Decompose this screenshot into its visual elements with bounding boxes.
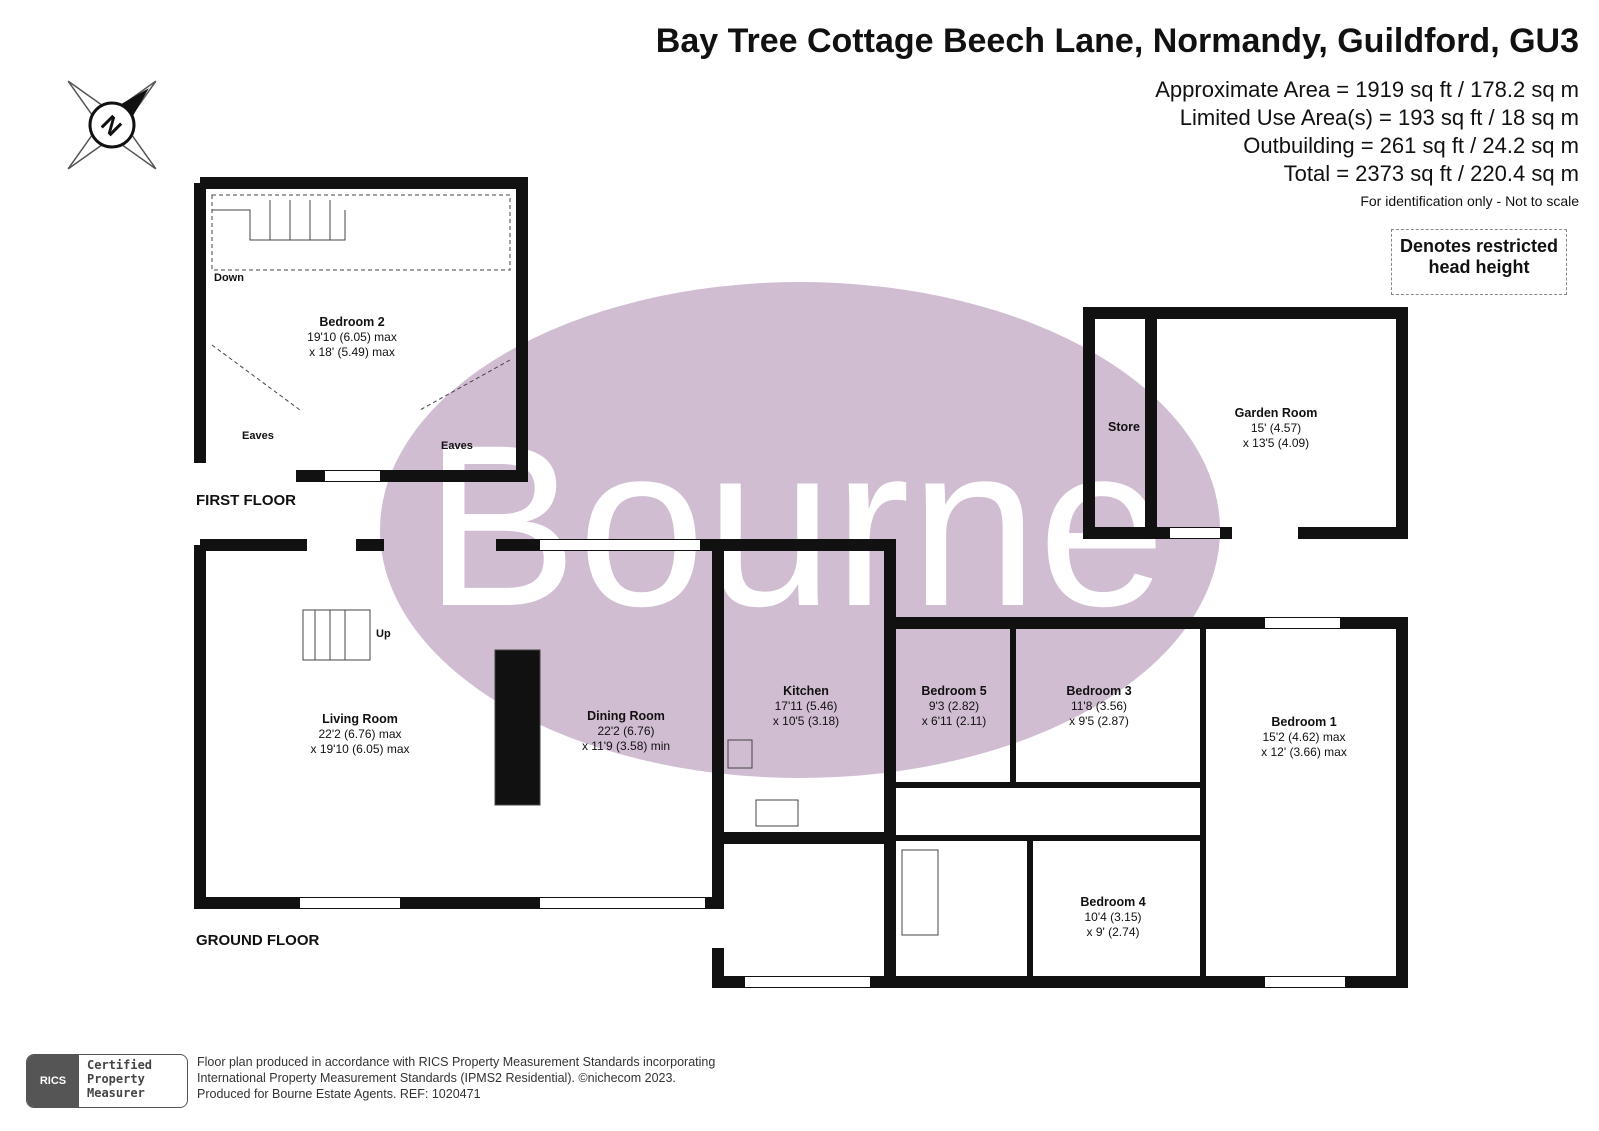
room-name: Dining Room bbox=[587, 709, 665, 723]
room-bedroom-2: Bedroom 2 19'10 (6.05) max x 18' (5.49) … bbox=[307, 315, 397, 360]
legend-line-2: head height bbox=[1428, 257, 1530, 277]
room-dim-2: x 18' (5.49) max bbox=[309, 345, 395, 359]
room-dim-1: 19'10 (6.05) max bbox=[307, 330, 397, 344]
bathtub bbox=[901, 849, 939, 936]
room-dim-1: 15'2 (4.62) max bbox=[1262, 730, 1346, 744]
room-dim-1: 11'8 (3.56) bbox=[1070, 699, 1128, 713]
footer-line-1: Floor plan produced in accordance with R… bbox=[197, 1055, 716, 1069]
footer-line-2: International Property Measurement Stand… bbox=[197, 1071, 676, 1085]
approximate-area: Approximate Area = 1919 sq ft / 178.2 sq… bbox=[1155, 77, 1579, 102]
room-dim-2: x 10'5 (3.18) bbox=[772, 714, 840, 728]
first-floor-label: FIRST FLOOR bbox=[196, 492, 296, 509]
room-name: Bedroom 4 bbox=[1080, 895, 1146, 909]
first-floor-outline bbox=[194, 177, 528, 482]
room-dim-2: x 9' (2.74) bbox=[1086, 925, 1140, 939]
room-dim-1: 17'11 (5.46) bbox=[774, 699, 838, 713]
room-name: Store bbox=[1108, 420, 1140, 434]
limited-use-area: Limited Use Area(s) = 193 sq ft / 18 sq … bbox=[1179, 105, 1579, 130]
room-dim-2: x 13'5 (4.09) bbox=[1242, 436, 1310, 450]
room-garden-room: Garden Room 15' (4.57) x 13'5 (4.09) bbox=[1235, 406, 1318, 451]
store-outline bbox=[1083, 307, 1157, 539]
rics-line-3: Measurer bbox=[87, 1086, 145, 1100]
rics-line-2: Property bbox=[87, 1072, 145, 1086]
ground-kitchen bbox=[718, 539, 896, 844]
room-kitchen: Kitchen 17'11 (5.46) x 10'5 (3.18) bbox=[773, 684, 839, 729]
room-dim-2: x 9'5 (2.87) bbox=[1069, 714, 1129, 728]
dashed-restricted-area bbox=[211, 194, 511, 411]
area-summary: Approximate Area = 1919 sq ft / 178.2 sq… bbox=[1155, 76, 1579, 188]
room-name: Bedroom 5 bbox=[921, 684, 987, 698]
room-dim-2: x 19'10 (6.05) max bbox=[310, 742, 410, 756]
room-store: Store bbox=[1108, 420, 1140, 435]
room-name: Bedroom 2 bbox=[319, 315, 385, 329]
room-bedroom-1: Bedroom 1 15'2 (4.62) max x 12' (3.66) m… bbox=[1261, 715, 1347, 760]
room-bedroom-5: Bedroom 5 9'3 (2.82) x 6'11 (2.11) bbox=[921, 684, 986, 729]
ground-east-block bbox=[712, 617, 1408, 988]
eaves-label-left: Eaves bbox=[242, 430, 274, 442]
stairs-ground-floor bbox=[302, 609, 371, 661]
room-dim-2: x 11'9 (3.58) min bbox=[581, 739, 671, 753]
room-bedroom-4: Bedroom 4 10'4 (3.15) x 9' (2.74) bbox=[1080, 895, 1145, 940]
fireplace bbox=[494, 649, 541, 806]
stairs-down-label: Down bbox=[214, 272, 244, 284]
legend-line-1: Denotes restricted bbox=[1399, 236, 1559, 256]
room-dim-1: 9'3 (2.82) bbox=[928, 699, 980, 713]
room-dim-2: x 6'11 (2.11) bbox=[921, 714, 987, 728]
property-title: Bay Tree Cottage Beech Lane, Normandy, G… bbox=[655, 22, 1579, 60]
room-living-room: Living Room 22'2 (6.76) max x 19'10 (6.0… bbox=[310, 712, 409, 757]
stairs-up-label: Up bbox=[376, 628, 391, 640]
kitchen-sink bbox=[755, 799, 799, 827]
room-dim-1: 22'2 (6.76) bbox=[597, 724, 655, 738]
ground-floor-label: GROUND FLOOR bbox=[196, 932, 320, 949]
rics-certified-badge: RICS Certified Property Measurer bbox=[26, 1054, 188, 1108]
room-name: Bedroom 1 bbox=[1271, 715, 1337, 729]
north-arrow-icon: N bbox=[67, 80, 157, 170]
wall-bath bbox=[890, 790, 1206, 982]
eaves-label-right: Eaves bbox=[441, 440, 473, 452]
rics-logo: RICS bbox=[27, 1055, 79, 1107]
footer-disclaimer: Floor plan produced in accordance with R… bbox=[197, 1054, 715, 1102]
stairs-first-floor bbox=[212, 200, 346, 241]
restricted-height-legend: Denotes restricted head height bbox=[1391, 229, 1567, 295]
total-area: Total = 2373 sq ft / 220.4 sq m bbox=[1283, 161, 1579, 186]
rics-logo-text: RICS bbox=[39, 1075, 67, 1087]
rics-line-1: Certified bbox=[87, 1058, 153, 1072]
room-bedroom-3: Bedroom 3 11'8 (3.56) x 9'5 (2.87) bbox=[1066, 684, 1131, 729]
room-dim-2: x 12' (3.66) max bbox=[1261, 745, 1347, 759]
footer-line-3: Produced for Bourne Estate Agents. REF: … bbox=[197, 1087, 481, 1101]
kitchen-hob bbox=[727, 739, 753, 769]
room-dining-room: Dining Room 22'2 (6.76) x 11'9 (3.58) mi… bbox=[582, 709, 670, 754]
watermark-text: Bourne bbox=[424, 397, 1166, 654]
outbuilding-area: Outbuilding = 261 sq ft / 24.2 sq m bbox=[1243, 133, 1579, 158]
room-name: Kitchen bbox=[783, 684, 829, 698]
room-name: Bedroom 3 bbox=[1066, 684, 1132, 698]
room-name: Living Room bbox=[322, 712, 398, 726]
room-name: Garden Room bbox=[1234, 406, 1318, 420]
scale-note: For identification only - Not to scale bbox=[1360, 193, 1579, 209]
room-dim-1: 15' (4.57) bbox=[1250, 421, 1302, 435]
rics-text: Certified Property Measurer bbox=[79, 1055, 160, 1107]
room-dim-1: 22'2 (6.76) max bbox=[318, 727, 402, 741]
room-dim-1: 10'4 (3.15) bbox=[1084, 910, 1142, 924]
